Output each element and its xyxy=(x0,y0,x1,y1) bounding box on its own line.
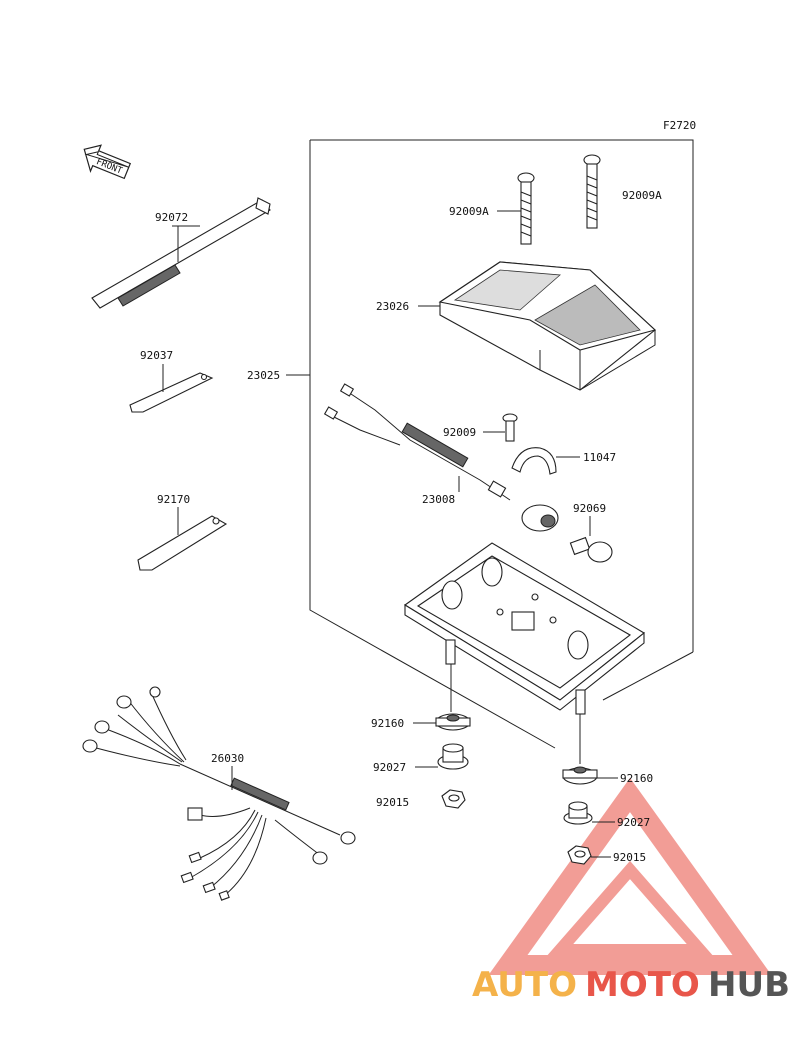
bulb-92069 xyxy=(569,536,613,563)
svg-text:MOTO: MOTO xyxy=(585,965,700,1005)
label-92027-left: 92027 xyxy=(373,761,406,774)
housing-base xyxy=(404,542,645,715)
screw-92009 xyxy=(502,413,518,442)
clamp-11047 xyxy=(511,447,557,475)
strap-92037 xyxy=(129,364,214,413)
watermark-text: AUTO MOTO HUB xyxy=(472,965,790,1005)
svg-text:AUTO: AUTO xyxy=(472,965,577,1005)
label-23025: 23025 xyxy=(247,369,280,382)
strap-92170 xyxy=(137,507,228,571)
screw-92009A-left xyxy=(517,172,535,245)
label-92009: 92009 xyxy=(443,426,476,439)
grommet-92160-right xyxy=(562,766,598,785)
label-23026: 23026 xyxy=(376,300,409,313)
watermark-logo xyxy=(488,777,772,975)
label-92009A-right: 92009A xyxy=(622,189,662,202)
assembly-outline xyxy=(309,139,694,749)
label-92015-left: 92015 xyxy=(376,796,409,809)
label-23008: 23008 xyxy=(422,493,455,506)
label-92015-right: 92015 xyxy=(613,851,646,864)
lens-cover-23026 xyxy=(438,261,657,391)
figure-code: F2720 xyxy=(663,119,696,132)
svg-text:HUB: HUB xyxy=(708,965,790,1005)
nut-92015-left xyxy=(441,789,466,809)
cable-tie-92072 xyxy=(91,197,271,309)
nut-92015-right xyxy=(567,845,592,865)
label-92160-left: 92160 xyxy=(371,717,404,730)
label-92009A-left: 92009A xyxy=(449,205,489,218)
label-26030: 26030 xyxy=(211,752,244,765)
label-92160-right: 92160 xyxy=(620,772,653,785)
label-92027-right: 92027 xyxy=(617,816,650,829)
label-92072: 92072 xyxy=(155,211,188,224)
wiring-harness-26030 xyxy=(82,686,356,901)
label-92170: 92170 xyxy=(157,493,190,506)
collar-92027-right xyxy=(563,801,593,825)
front-arrow-icon: FRONT xyxy=(83,144,132,180)
label-92037: 92037 xyxy=(140,349,173,362)
screw-92009A-right xyxy=(583,154,601,229)
grommet-92160-left xyxy=(435,713,471,731)
wire-socket-23008 xyxy=(323,383,559,532)
label-11047: 11047 xyxy=(583,451,616,464)
label-92069: 92069 xyxy=(573,502,606,515)
collar-92027-left xyxy=(437,743,469,770)
